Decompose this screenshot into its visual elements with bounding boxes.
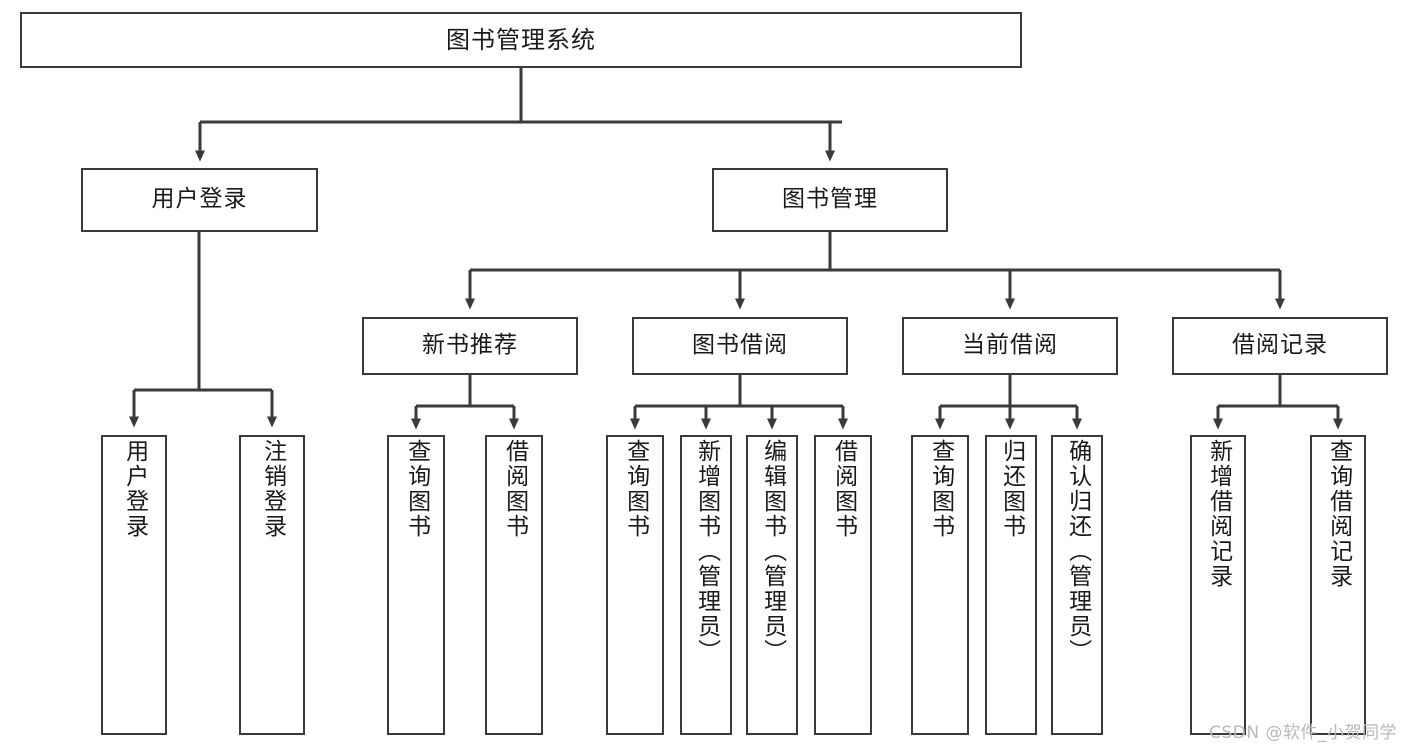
leaf-user-login-label: 用户登录 — [121, 439, 148, 539]
node-user-login[interactable]: 用户登录 — [81, 168, 318, 232]
watermark: CSDN @软件_小贺同学 — [1209, 723, 1397, 743]
leaf-query-borrow-record[interactable]: 查询借阅记录 — [1310, 435, 1366, 735]
leaf-borrow-book[interactable]: 借阅图书 — [814, 435, 872, 735]
leaf-user-login[interactable]: 用户登录 — [101, 435, 167, 735]
leaf-query-book-current-label: 查询图书 — [927, 439, 954, 539]
leaf-add-borrow-record-label: 新增借阅记录 — [1205, 439, 1232, 589]
node-book-borrow-label: 图书借阅 — [692, 332, 788, 359]
node-borrow-records[interactable]: 借阅记录 — [1172, 317, 1388, 375]
leaf-return-book-label: 归还图书 — [998, 439, 1025, 539]
edge-group-records — [1213, 375, 1343, 430]
edge-group-root — [195, 68, 842, 162]
leaf-borrow-book-new-label: 借阅图书 — [501, 439, 528, 539]
node-new-book-recommend-label: 新书推荐 — [422, 332, 518, 359]
leaf-query-book-new-label: 查询图书 — [403, 439, 430, 539]
edge-group-user-login — [129, 232, 277, 428]
leaf-borrow-book-label: 借阅图书 — [830, 439, 857, 539]
edge-group-new-books — [411, 375, 519, 430]
leaf-query-book-current[interactable]: 查询图书 — [911, 435, 969, 735]
leaf-query-borrow-record-label: 查询借阅记录 — [1325, 439, 1352, 589]
node-new-book-recommend[interactable]: 新书推荐 — [362, 317, 578, 375]
leaf-add-borrow-record[interactable]: 新增借阅记录 — [1190, 435, 1246, 735]
node-book-management[interactable]: 图书管理 — [712, 168, 948, 232]
leaf-edit-book-admin[interactable]: 编辑图书（管理员） — [746, 435, 798, 735]
node-root[interactable]: 图书管理系统 — [20, 12, 1022, 68]
node-borrow-records-label: 借阅记录 — [1232, 332, 1328, 359]
leaf-borrow-book-new[interactable]: 借阅图书 — [485, 435, 543, 735]
edge-group-book-mgmt — [465, 232, 1285, 310]
node-book-management-label: 图书管理 — [782, 186, 878, 213]
leaf-return-book[interactable]: 归还图书 — [985, 435, 1037, 735]
leaf-confirm-return-admin-label: 确认归还（管理员） — [1064, 439, 1091, 664]
leaf-query-book-new[interactable]: 查询图书 — [387, 435, 445, 735]
leaf-query-book-borrow-label: 查询图书 — [622, 439, 649, 539]
leaf-query-book-borrow[interactable]: 查询图书 — [606, 435, 664, 735]
node-current-borrow[interactable]: 当前借阅 — [902, 317, 1118, 375]
edge-group-current — [935, 375, 1082, 430]
leaf-confirm-return-admin[interactable]: 确认归还（管理员） — [1051, 435, 1103, 735]
edge-group-borrow — [630, 375, 848, 430]
leaf-add-book-admin[interactable]: 新增图书（管理员） — [680, 435, 732, 735]
node-book-borrow[interactable]: 图书借阅 — [632, 317, 848, 375]
node-user-login-label: 用户登录 — [151, 186, 248, 213]
leaf-user-logout[interactable]: 注销登录 — [239, 435, 305, 735]
node-root-label: 图书管理系统 — [446, 25, 596, 54]
leaf-add-book-admin-label: 新增图书（管理员） — [693, 439, 720, 664]
node-current-borrow-label: 当前借阅 — [962, 332, 1058, 359]
leaf-edit-book-admin-label: 编辑图书（管理员） — [759, 439, 786, 664]
leaf-user-logout-label: 注销登录 — [259, 439, 286, 539]
